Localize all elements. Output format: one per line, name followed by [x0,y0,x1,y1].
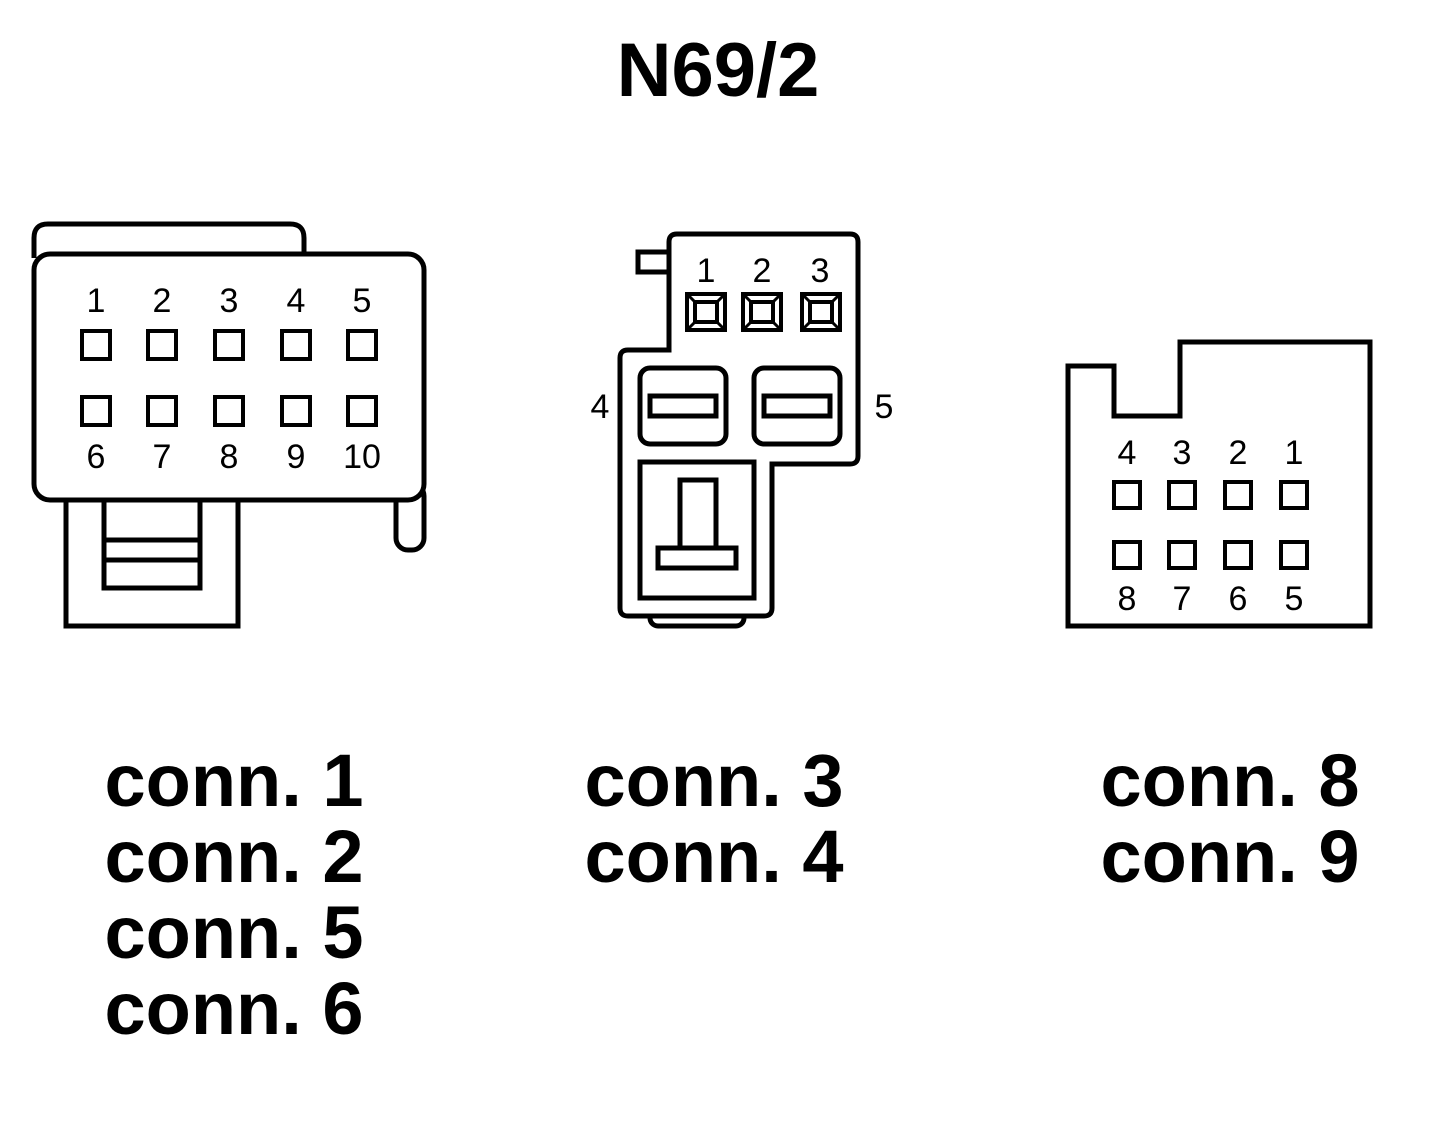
terminal-blade [761,393,833,419]
pin-number: 9 [287,438,306,476]
pin-number: 8 [1118,580,1137,618]
pin-number: 7 [153,438,172,476]
pin-number: 2 [1229,434,1248,472]
pin-number: 6 [1229,580,1248,618]
pin-square [1279,540,1309,570]
connector-label: conn. 6 [104,967,363,1050]
pin-square [1167,540,1197,570]
terminal-blade [647,393,719,419]
connector-b-base [655,545,739,571]
pin-number: 4 [287,282,306,320]
pin-square [346,329,378,361]
pin-number: 2 [153,282,172,320]
connector-label: conn. 2 [104,815,363,898]
pin-number: 7 [1173,580,1192,618]
pin-square [213,329,245,361]
pin-square [280,395,312,427]
pin-square [1223,540,1253,570]
connector-label: conn. 8 [1100,739,1359,822]
pin-square [1112,480,1142,510]
pin-square [1167,480,1197,510]
pin-number: 1 [1285,434,1304,472]
connector-label: conn. 3 [584,739,843,822]
pin-square [1223,480,1253,510]
connector-label: conn. 1 [104,739,363,822]
pin-number: 8 [220,438,239,476]
pin-number: 5 [875,388,894,426]
pin-number: 3 [811,252,830,290]
pin-square [800,292,842,332]
connector-b-stem [677,477,719,553]
pin-square [146,329,178,361]
connector-label: conn. 9 [1100,815,1359,898]
pin-number: 3 [1173,434,1192,472]
pin-number: 4 [1118,434,1137,472]
diagram-title: N69/2 [617,28,820,113]
pin-square [685,292,727,332]
connector-label: conn. 4 [584,815,843,898]
pin-square [741,292,783,332]
connector-c: 4 3 2 1 8 7 6 5 [1065,339,1373,629]
pin-number: 2 [753,252,772,290]
connector-label: conn. 5 [104,891,363,974]
pin-square [1279,480,1309,510]
pin-square [80,395,112,427]
pin-square [1112,540,1142,570]
pin-number: 4 [591,388,610,426]
connector-b: 1 2 3 4 5 [591,231,894,629]
pin-number: 5 [1285,580,1304,618]
pin-number: 3 [220,282,239,320]
pin-square [146,395,178,427]
pin-number: 6 [87,438,106,476]
connector-a-back-housing [31,221,307,258]
connector-a: 1 2 3 4 5 6 7 8 9 10 [31,221,427,629]
pin-number: 1 [87,282,106,320]
pin-square [80,329,112,361]
connector-b-tab [635,249,673,275]
pin-square [280,329,312,361]
pin-number: 5 [353,282,372,320]
pin-number: 1 [697,252,716,290]
pin-number: 10 [343,438,381,476]
pin-square [213,395,245,427]
connector-a-latch [101,497,203,591]
connector-a-body [31,251,427,503]
pin-square [346,395,378,427]
